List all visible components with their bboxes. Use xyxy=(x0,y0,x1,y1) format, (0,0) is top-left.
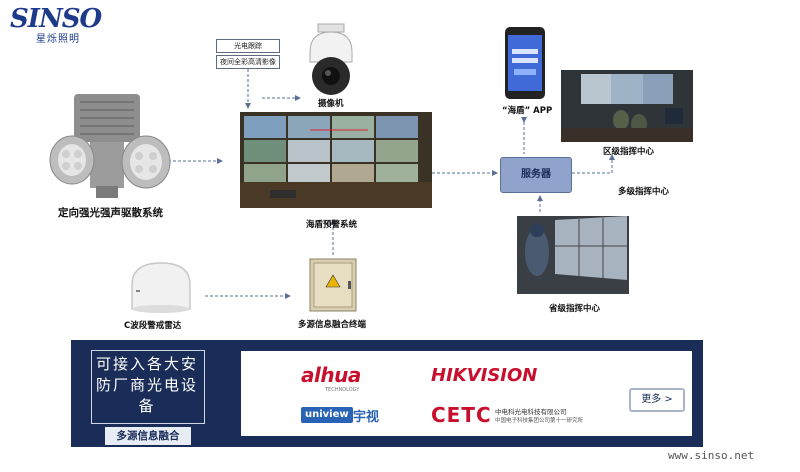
banner-headline: 可接入各大安防厂商光电设备 xyxy=(95,355,198,415)
banner-headline-block: 可接入各大安防厂商光电设备 多源信息融合 xyxy=(91,350,205,445)
district-center-image xyxy=(561,70,693,142)
camera-label: 摄像机 xyxy=(318,99,344,109)
server-label: 服务器 xyxy=(521,169,551,180)
app-label: “海盾” APP xyxy=(502,106,553,116)
uniview-logo-cn: 宇视 xyxy=(353,410,380,425)
banner-tag: 多源信息融合 xyxy=(105,427,191,445)
more-button[interactable]: 更多 > xyxy=(629,388,685,412)
provincial-center-label: 省级指挥中心 xyxy=(549,304,601,314)
dahua-logo-sub: TECHNOLOGY xyxy=(325,387,360,393)
multilevel-center-label: 多级指挥中心 xyxy=(618,187,670,197)
haidun-system-label: 海盾预警系统 xyxy=(306,220,358,230)
video-wall-image xyxy=(240,112,432,208)
cetc-logo: CETC xyxy=(431,403,492,427)
provincial-center-image xyxy=(517,216,629,294)
logo-brand-cn: 星烁照明 xyxy=(36,34,80,45)
feature-box-night-imaging: 夜间全彩高清影像 xyxy=(216,55,280,69)
banner-headline-frame xyxy=(91,350,205,424)
terminal-cabinet-image xyxy=(309,258,357,312)
device-label: 定向强光强声驱散系统 xyxy=(58,207,163,219)
logo-brand-en: SINSO xyxy=(10,4,102,34)
brand-logos-panel: alhua TECHNOLOGY HIKVISION uniview 宇视 CE… xyxy=(241,351,692,436)
ptz-camera-image xyxy=(309,23,353,95)
district-center-label: 区级指挥中心 xyxy=(603,147,655,157)
partner-banner: 可接入各大安防厂商光电设备 多源信息融合 alhua TECHNOLOGY HI… xyxy=(71,340,703,447)
server-box: 服务器 xyxy=(500,157,572,193)
feature-box-tracking: 光电跟踪 xyxy=(216,39,280,53)
hikvision-logo: HIKVISION xyxy=(431,365,538,386)
light-sound-device-image xyxy=(49,94,171,198)
cetc-logo-cn1: 中电科光电科技有限公司 xyxy=(495,408,567,416)
site-watermark: www.sinso.net xyxy=(668,449,755,462)
cetc-logo-cn2: 中国电子科技集团公司第十一研究所 xyxy=(495,418,584,424)
terminal-label: 多源信息融合终端 xyxy=(298,320,367,330)
dahua-logo: alhua xyxy=(301,363,361,387)
radar-label: C波段警戒雷达 xyxy=(124,321,182,331)
radar-dome-image xyxy=(131,262,191,313)
uniview-logo: uniview xyxy=(301,407,353,423)
phone-app-image xyxy=(505,27,545,99)
